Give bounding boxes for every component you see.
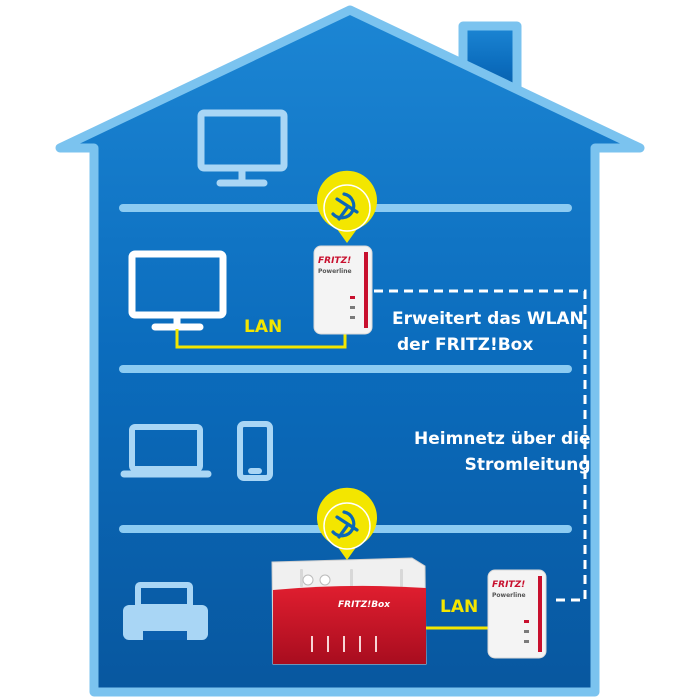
powerline-label: Heimnetz über die Stromleitung <box>414 426 591 478</box>
lan-label-top: LAN <box>244 317 283 337</box>
adapter-led <box>524 620 529 623</box>
fritzbox-router <box>271 557 427 665</box>
router-brand: FRITZ!Box <box>338 600 391 610</box>
powerline-connection <box>374 289 587 602</box>
adapter-sub-bottom: Powerline <box>492 592 526 599</box>
mesh-wifi-badge-top <box>317 170 378 243</box>
mesh-wifi-icon <box>331 510 359 539</box>
powerline-adapter-top <box>313 245 373 335</box>
adapter-brand-bottom: FRITZ! <box>492 580 526 590</box>
powerline-label-line2: Stromleitung <box>464 455 591 475</box>
adapter-sub-top: Powerline <box>318 268 352 275</box>
powerline-label-line1: Heimnetz über die <box>414 429 591 449</box>
laptop-icon <box>120 424 212 478</box>
tv-icon <box>128 250 227 331</box>
monitor-icon <box>197 109 288 187</box>
adapter-led <box>350 296 355 299</box>
wlan-extension-label: Erweitert das WLAN der FRITZ!Box <box>392 306 584 358</box>
powerline-adapter-bottom <box>487 569 547 659</box>
lan-cable-top <box>175 329 347 349</box>
smartphone-icon <box>237 421 273 481</box>
house <box>55 5 645 697</box>
adapter-brand-top: FRITZ! <box>318 256 352 266</box>
mesh-wifi-icon <box>331 192 359 221</box>
house-body <box>55 5 645 697</box>
lan-label-bottom: LAN <box>440 597 479 617</box>
router-leds <box>311 636 377 652</box>
wlan-label-line1: Erweitert das WLAN <box>392 309 584 329</box>
mesh-wifi-badge-bottom <box>317 487 378 560</box>
wlan-label-line2: der FRITZ!Box <box>397 335 534 355</box>
printer-icon <box>123 582 208 640</box>
